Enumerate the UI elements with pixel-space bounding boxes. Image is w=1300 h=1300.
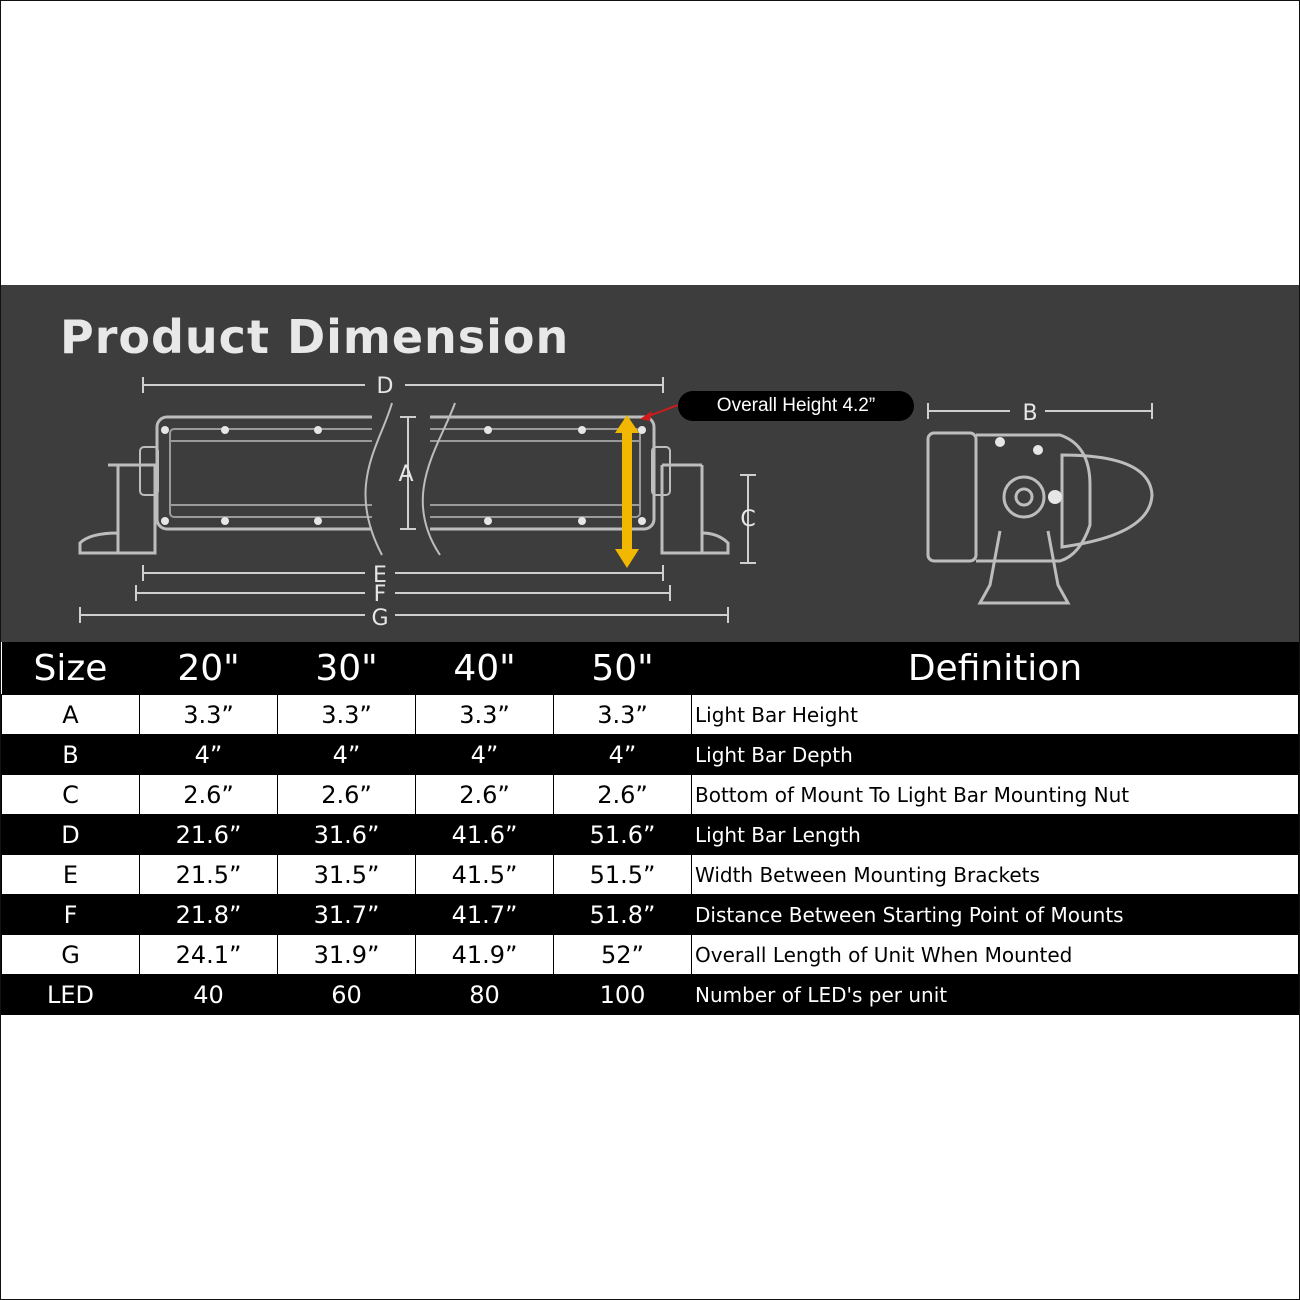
definition-cell: Overall Length of Unit When Mounted (691, 934, 1299, 975)
value-cell: 51.5” (553, 854, 692, 895)
value-cell: 4” (277, 734, 416, 775)
overall-height-arrow (615, 415, 639, 568)
value-cell: 2.6” (415, 774, 554, 815)
definition-cell: Distance Between Starting Point of Mount… (691, 894, 1299, 935)
row-label-cell: B (1, 734, 140, 775)
definition-cell: Light Bar Height (691, 694, 1299, 735)
value-cell: 31.5” (277, 854, 416, 895)
header-30: 30" (277, 642, 416, 695)
value-cell: 2.6” (139, 774, 278, 815)
row-label-cell: E (1, 854, 140, 895)
value-cell: 21.5” (139, 854, 278, 895)
value-cell: 80 (415, 974, 554, 1015)
value-cell: 4” (553, 734, 692, 775)
value-cell: 21.8” (139, 894, 278, 935)
dimension-panel (1, 285, 1299, 642)
header-40: 40" (415, 642, 554, 695)
callout-pointer (640, 404, 679, 421)
value-cell: 3.3” (553, 694, 692, 735)
value-cell: 3.3” (277, 694, 416, 735)
label-f: F (374, 582, 387, 607)
value-cell: 4” (415, 734, 554, 775)
row-label-cell: C (1, 774, 140, 815)
light-bar-side-view (926, 431, 1154, 605)
row-label-cell: D (1, 814, 140, 855)
value-cell: 52” (553, 934, 692, 975)
right-bracket (700, 465, 730, 555)
label-c: C (740, 507, 755, 532)
header-50: 50" (553, 642, 692, 695)
value-cell: 31.6” (277, 814, 416, 855)
value-cell: 3.3” (139, 694, 278, 735)
value-cell: 41.5” (415, 854, 554, 895)
value-cell: 41.7” (415, 894, 554, 935)
value-cell: 2.6” (553, 774, 692, 815)
overall-height-callout: Overall Height 4.2” (678, 391, 914, 421)
value-cell: 100 (553, 974, 692, 1015)
definition-cell: Number of LED's per unit (691, 974, 1299, 1015)
definition-cell: Light Bar Length (691, 814, 1299, 855)
panel-title: Product Dimension (60, 310, 570, 364)
value-cell: 2.6” (277, 774, 416, 815)
row-label-cell: LED (1, 974, 140, 1015)
value-cell: 51.6” (553, 814, 692, 855)
row-label-cell: A (1, 694, 140, 735)
label-b: B (1022, 401, 1037, 426)
label-a: A (398, 462, 413, 487)
header-20: 20" (139, 642, 278, 695)
header-size: Size (1, 642, 140, 695)
value-cell: 21.6” (139, 814, 278, 855)
left-bracket (78, 465, 120, 555)
table-header-row: Size 20" 30" 40" 50" Definition (1, 642, 1299, 695)
bolt-holes (161, 426, 1062, 525)
value-cell: 4” (139, 734, 278, 775)
value-cell: 40 (139, 974, 278, 1015)
light-bar-drawing: D A C B E F G (78, 374, 1154, 631)
row-label-cell: G (1, 934, 140, 975)
definition-cell: Light Bar Depth (691, 734, 1299, 775)
definition-cell: Bottom of Mount To Light Bar Mounting Nu… (691, 774, 1299, 815)
row-label-cell: F (1, 894, 140, 935)
value-cell: 51.8” (553, 894, 692, 935)
value-cell: 31.9” (277, 934, 416, 975)
definition-cell: Width Between Mounting Brackets (691, 854, 1299, 895)
label-g: G (371, 606, 388, 631)
value-cell: 60 (277, 974, 416, 1015)
value-cell: 41.6” (415, 814, 554, 855)
value-cell: 41.9” (415, 934, 554, 975)
label-d: D (377, 374, 394, 399)
value-cell: 24.1” (139, 934, 278, 975)
value-cell: 31.7” (277, 894, 416, 935)
label-e: E (373, 563, 387, 588)
header-definition: Definition (691, 642, 1299, 695)
value-cell: 3.3” (415, 694, 554, 735)
